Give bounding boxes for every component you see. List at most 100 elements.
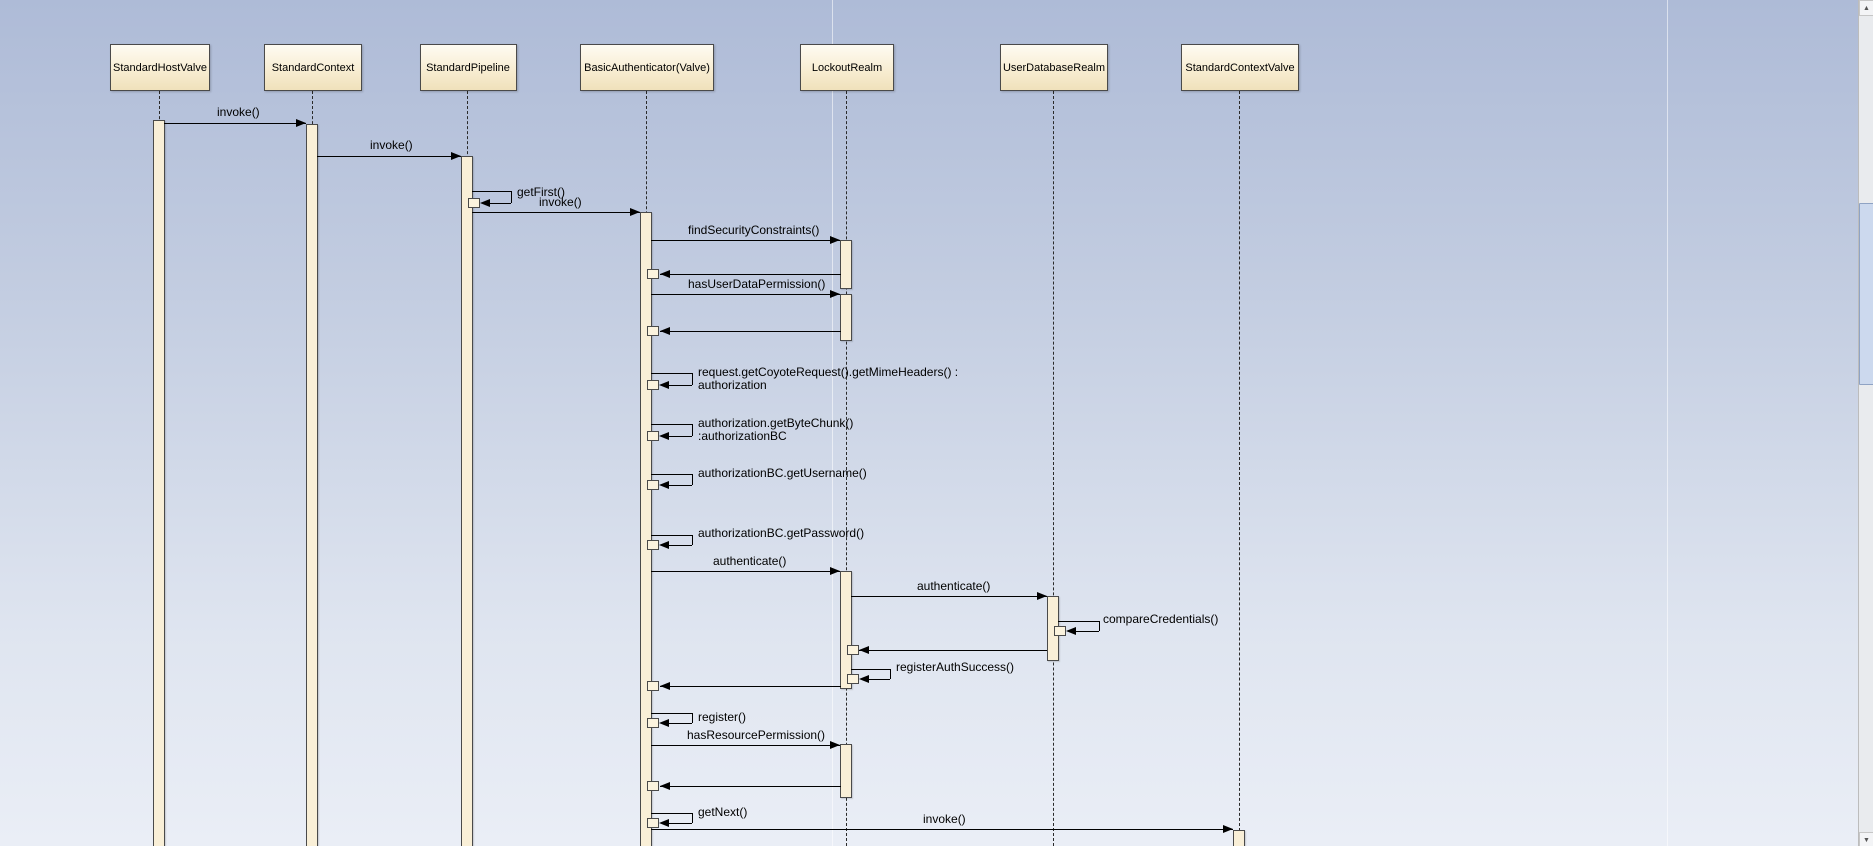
self-arrowhead-icon (1066, 627, 1076, 635)
activation-marker (647, 718, 659, 728)
self-message-line (692, 424, 693, 436)
message-label[interactable]: findSecurityConstraints() (688, 223, 820, 237)
message-label[interactable]: compareCredentials() (1103, 612, 1219, 626)
message-label[interactable]: request.getCoyoteRequest().getMimeHeader… (698, 365, 959, 392)
activation-bar[interactable] (840, 571, 852, 689)
actor-label: LockoutRealm (811, 61, 883, 74)
activation-bar[interactable] (306, 124, 318, 846)
return-arrowhead-icon (660, 782, 670, 790)
activation-marker (647, 818, 659, 828)
self-arrowhead-icon (659, 481, 669, 489)
message-label[interactable]: invoke() (539, 195, 582, 209)
actor-box[interactable]: StandardContext (264, 44, 362, 91)
self-arrowhead-icon (659, 541, 669, 549)
activation-marker (647, 326, 659, 336)
self-message-line (1075, 631, 1099, 632)
call-arrowhead-icon (451, 152, 461, 160)
message-label[interactable]: authorization.getByteChunk() :authorizat… (698, 416, 854, 443)
actor-box[interactable]: StandardPipeline (419, 44, 517, 91)
actor-label: StandardPipeline (426, 61, 510, 74)
activation-bar[interactable] (840, 294, 852, 341)
return-arrowhead-icon (859, 646, 869, 654)
call-arrowhead-icon (830, 236, 840, 244)
scrollbar-thumb[interactable] (1859, 203, 1873, 385)
message-label[interactable]: authenticate() (917, 579, 991, 593)
self-message-line (651, 535, 692, 536)
lifeline[interactable] (1053, 91, 1054, 846)
scroll-up-button[interactable]: ▲ (1859, 0, 1873, 16)
actor-box[interactable]: StandardContextValve (1181, 44, 1299, 91)
actor-box[interactable]: StandardHostValve (110, 44, 210, 91)
actor-box[interactable]: BasicAuthenticator(Valve) (580, 44, 714, 91)
activation-bar[interactable] (153, 120, 165, 846)
activation-marker (1054, 626, 1066, 636)
activation-bar[interactable] (840, 240, 852, 289)
call-arrowhead-icon (830, 290, 840, 298)
message-line (164, 123, 306, 124)
self-message-line (1058, 621, 1099, 622)
call-arrowhead-icon (630, 208, 640, 216)
lifeline[interactable] (1239, 91, 1240, 846)
self-message-line (651, 813, 692, 814)
self-message-line (692, 535, 693, 545)
message-label[interactable]: getFirst() (517, 185, 565, 199)
self-message-line (651, 373, 692, 374)
activation-bar[interactable] (1233, 830, 1245, 846)
return-arrowhead-icon (660, 327, 670, 335)
message-label[interactable]: registerAuthSuccess() (896, 660, 1015, 674)
message-line (651, 294, 840, 295)
self-message-line (651, 713, 692, 714)
message-label[interactable]: authorizationBC.getUsername() (698, 466, 867, 480)
vertical-scrollbar[interactable]: ▲ ▼ (1858, 0, 1873, 846)
self-arrowhead-icon (480, 199, 490, 207)
actor-box[interactable]: LockoutRealm (800, 44, 894, 91)
message-label[interactable]: register() (698, 710, 747, 724)
activation-bar[interactable] (640, 212, 652, 846)
self-message-line (668, 436, 692, 437)
message-label[interactable]: getNext() (698, 805, 748, 819)
actor-label: StandardHostValve (113, 61, 207, 74)
message-label[interactable]: invoke() (217, 105, 260, 119)
scroll-down-button[interactable]: ▼ (1859, 832, 1873, 846)
self-message-line (851, 669, 890, 670)
self-message-line (472, 191, 511, 192)
message-line (472, 212, 640, 213)
message-label[interactable]: invoke() (923, 812, 966, 826)
page-break-line (1667, 0, 1668, 846)
message-label[interactable]: invoke() (370, 138, 413, 152)
message-label[interactable]: authenticate() (713, 554, 787, 568)
return-arrowhead-icon (660, 270, 670, 278)
call-arrowhead-icon (296, 119, 306, 127)
return-arrowhead-icon (660, 682, 670, 690)
activation-marker (647, 431, 659, 441)
self-message-line (668, 545, 692, 546)
message-line (851, 596, 1047, 597)
activation-marker (847, 674, 859, 684)
self-message-line (668, 485, 692, 486)
self-message-line (489, 203, 511, 204)
actor-box[interactable]: UserDatabaseRealm (1000, 44, 1108, 91)
lifeline[interactable] (846, 91, 847, 846)
self-message-line (692, 813, 693, 823)
activation-bar[interactable] (461, 156, 473, 846)
message-line (651, 240, 840, 241)
self-arrowhead-icon (659, 819, 669, 827)
activation-bar[interactable] (840, 744, 852, 798)
self-message-line (511, 191, 512, 203)
actor-label: StandardContext (271, 61, 355, 74)
self-message-line (668, 823, 692, 824)
activation-marker (647, 480, 659, 490)
return-message-line (660, 686, 841, 687)
call-arrowhead-icon (830, 567, 840, 575)
message-label[interactable]: authorizationBC.getPassword() (698, 526, 865, 540)
message-line (651, 745, 840, 746)
actor-label: UserDatabaseRealm (1002, 61, 1106, 74)
message-label[interactable]: hasResourcePermission() (687, 728, 826, 742)
activation-marker (468, 198, 480, 208)
message-label[interactable]: hasUserDataPermission() (688, 277, 826, 291)
self-arrowhead-icon (859, 675, 869, 683)
actor-label: BasicAuthenticator(Valve) (584, 61, 710, 74)
return-message-line (859, 650, 1047, 651)
self-message-line (651, 424, 692, 425)
